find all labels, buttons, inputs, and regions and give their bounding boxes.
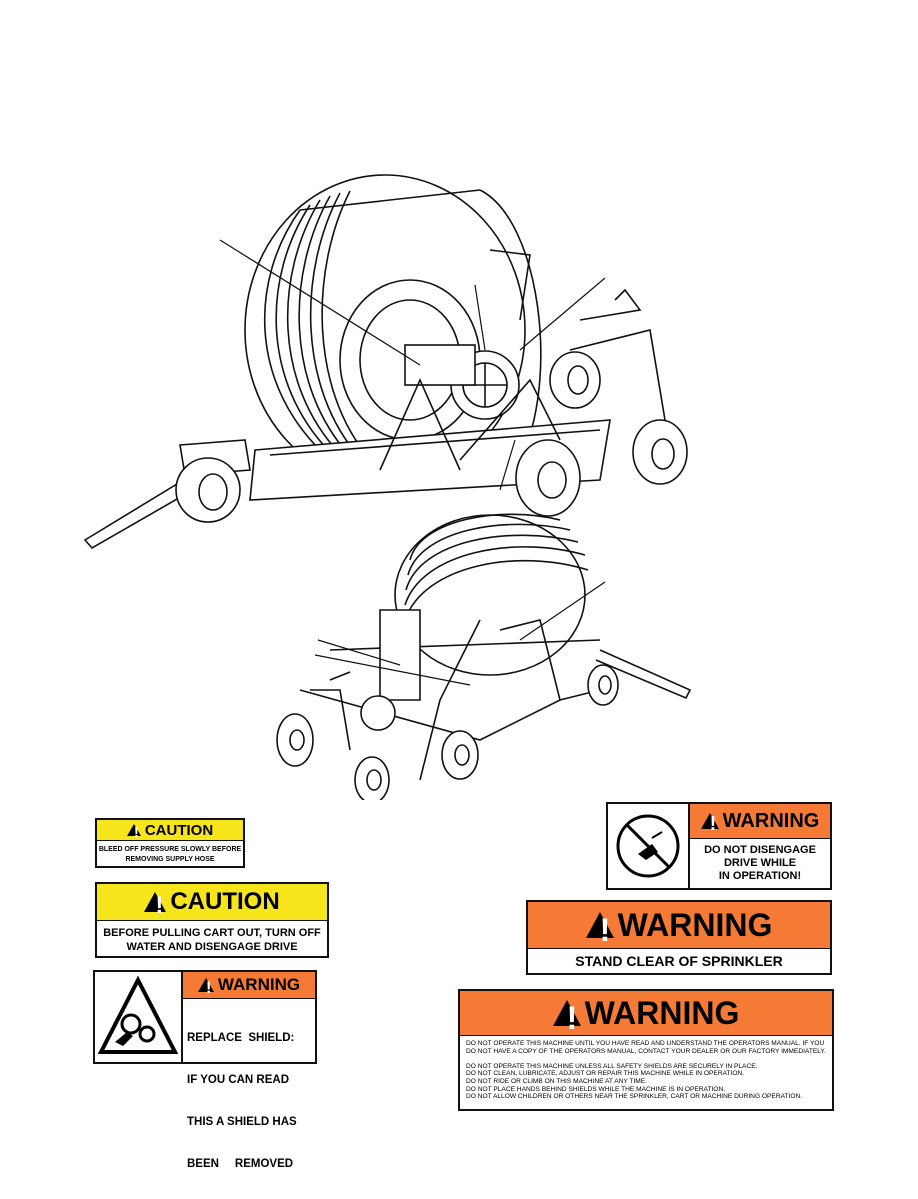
warning-shield-decal: WARNING REPLACE SHIELD: IF YOU CAN READ … [93,970,317,1170]
warning-line: DO NOT CLEAN, LUBRICATE, ADJUST OR REPAI… [466,1070,745,1078]
warning-line: DRIVE WHILE [723,857,797,869]
warning-line: DO NOT PLACE HANDS BEHIND SHIELDS WHILE … [466,1085,726,1093]
caution-header: CAUTION [97,820,243,841]
warning-title: WARNING [617,906,773,943]
warning-line: DO NOT ALLOW CHILDREN OR OTHERS NEAR THE… [466,1093,803,1101]
caution-cart-decal: CAUTION BEFORE PULLING CART OUT, TURN OF… [95,882,329,958]
warning-title: WARNING [584,994,740,1031]
warning-lines: DO NOT OPERATE THIS MACHINE UNTIL YOU HA… [460,1036,832,1101]
warning-sprinkler-decal: WARNING STAND CLEAR OF SPRINKLER [526,900,832,975]
warning-line: DO NOT RIDE OR CLIMB ON THIS MACHINE AT … [466,1077,647,1085]
gear-entanglement-icon [95,972,183,1062]
warning-line [466,1055,826,1063]
warning-line: IN OPERATION! [718,870,802,882]
warning-line: DO NOT OPERATE THIS MACHINE UNLESS ALL S… [466,1062,758,1070]
caution-bleed-decal: CAUTION BLEED OFF PRESSURE SLOWLY BEFORE… [95,818,245,868]
warning-drive-decal: WARNING DO NOT DISENGAGE DRIVE WHILE IN … [606,802,832,890]
warning-triangle-icon [197,978,214,998]
warning-title: WARNING [722,809,820,832]
warning-general-decal: WARNING DO NOT OPERATE THIS MACHINE UNTI… [458,989,834,1111]
warning-triangle-icon [585,912,614,949]
warning-header: WARNING [183,972,315,999]
machine-drawings [83,174,692,800]
warning-triangle-icon [700,813,719,836]
no-hand-on-lever-icon [608,804,690,888]
warning-line: DO NOT OPERATE THIS MACHINE UNTIL YOU HA… [466,1040,825,1047]
caution-line: BLEED OFF PRESSURE SLOWLY BEFORE [98,846,242,853]
warning-line: IF YOU CAN READ [187,1074,290,1086]
warning-title: WARNING [217,975,301,994]
caution-line: BEFORE PULLING CART OUT, TURN OFF [103,927,321,939]
caution-line: REMOVING SUPPLY HOSE [125,856,215,863]
warning-triangle-icon [126,824,141,841]
warning-header: WARNING [528,902,830,949]
caution-line: WATER AND DISENGAGE DRIVE [126,941,298,953]
warning-line: DO NOT DISENGAGE [704,844,816,856]
warning-header: WARNING [460,991,832,1037]
warning-line: THIS A SHIELD HAS [187,1116,297,1128]
warning-line: BEEN REMOVED [187,1158,294,1170]
hose-reel-traveler-front-view [83,174,688,550]
caution-header: CAUTION [97,884,327,921]
caution-title: CAUTION [170,888,280,915]
warning-triangle-icon [144,892,167,920]
warning-triangle-icon [552,1000,581,1037]
warning-line: STAND CLEAR OF SPRINKLER [575,953,783,969]
caution-title: CAUTION [144,821,214,839]
hose-reel-traveler-rear-view [276,513,692,800]
warning-line: REPLACE SHIELD: [187,1032,295,1044]
warning-header: WARNING [690,804,830,839]
warning-line: DO NOT HAVE A COPY OF THE OPERATORS MANU… [466,1047,826,1055]
